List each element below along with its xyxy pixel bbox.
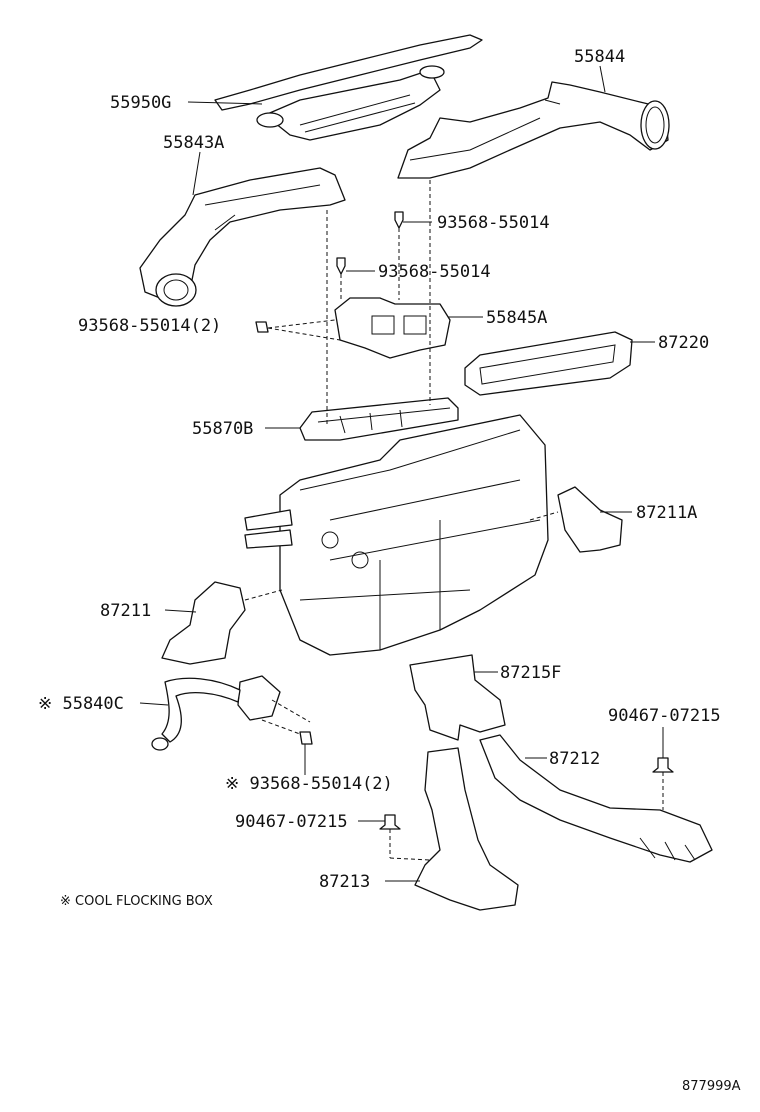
bolt-icon <box>299 731 313 745</box>
clip-icon <box>379 814 401 830</box>
assembly-dashed-lines <box>244 180 664 861</box>
bolt-icon <box>336 257 346 275</box>
footnote: ※ COOL FLOCKING BOX <box>60 894 213 909</box>
bolt-icon <box>255 321 269 333</box>
label-87211a: 87211A <box>636 503 697 523</box>
label-55843a: 55843A <box>163 133 224 153</box>
label-93568-55014-top: 93568-55014 <box>437 213 550 233</box>
part-87220-filter-frame <box>464 331 633 396</box>
part-55843a-duct <box>139 167 346 307</box>
label-90467-07215-left: 90467-07215 <box>235 812 348 832</box>
part-87211a-duct <box>557 486 623 553</box>
bolt-icon <box>394 211 404 229</box>
part-labels: 55950G 55844 55843A 93568-55014 93568-55… <box>38 47 721 892</box>
clip-icon <box>652 757 674 773</box>
label-87215f: 87215F <box>500 663 561 683</box>
leader-lines <box>139 65 664 882</box>
part-87213-duct <box>414 747 519 911</box>
label-87212: 87212 <box>549 749 600 769</box>
figure-id: 877999A <box>682 1079 741 1094</box>
label-93568-55014-mid: 93568-55014 <box>378 262 491 282</box>
part-hvac-unit <box>244 414 549 656</box>
label-55844: 55844 <box>574 47 625 67</box>
part-87212-duct <box>479 734 713 863</box>
label-90467-07215-right: 90467-07215 <box>608 706 721 726</box>
label-87213: 87213 <box>319 872 370 892</box>
part-55870b-duct-frame <box>299 397 459 441</box>
label-93568-55014-2: 93568-55014(2) <box>78 316 221 336</box>
label-55950g: 55950G <box>110 93 171 113</box>
label-55840c: ※ 55840C <box>38 694 124 714</box>
part-55840c-hose <box>151 675 281 751</box>
label-87220: 87220 <box>658 333 709 353</box>
label-87211: 87211 <box>100 601 151 621</box>
part-55844-duct <box>397 81 670 179</box>
label-93568-55014-cool: ※ 93568-55014(2) <box>225 774 393 794</box>
part-55950g-defroster-nozzle <box>214 34 483 141</box>
part-87211-duct <box>161 581 246 665</box>
label-55845a: 55845A <box>486 308 547 328</box>
part-87215f-duct <box>409 654 506 741</box>
part-55845a-center-duct <box>334 297 451 359</box>
label-55870b: 55870B <box>192 419 253 439</box>
